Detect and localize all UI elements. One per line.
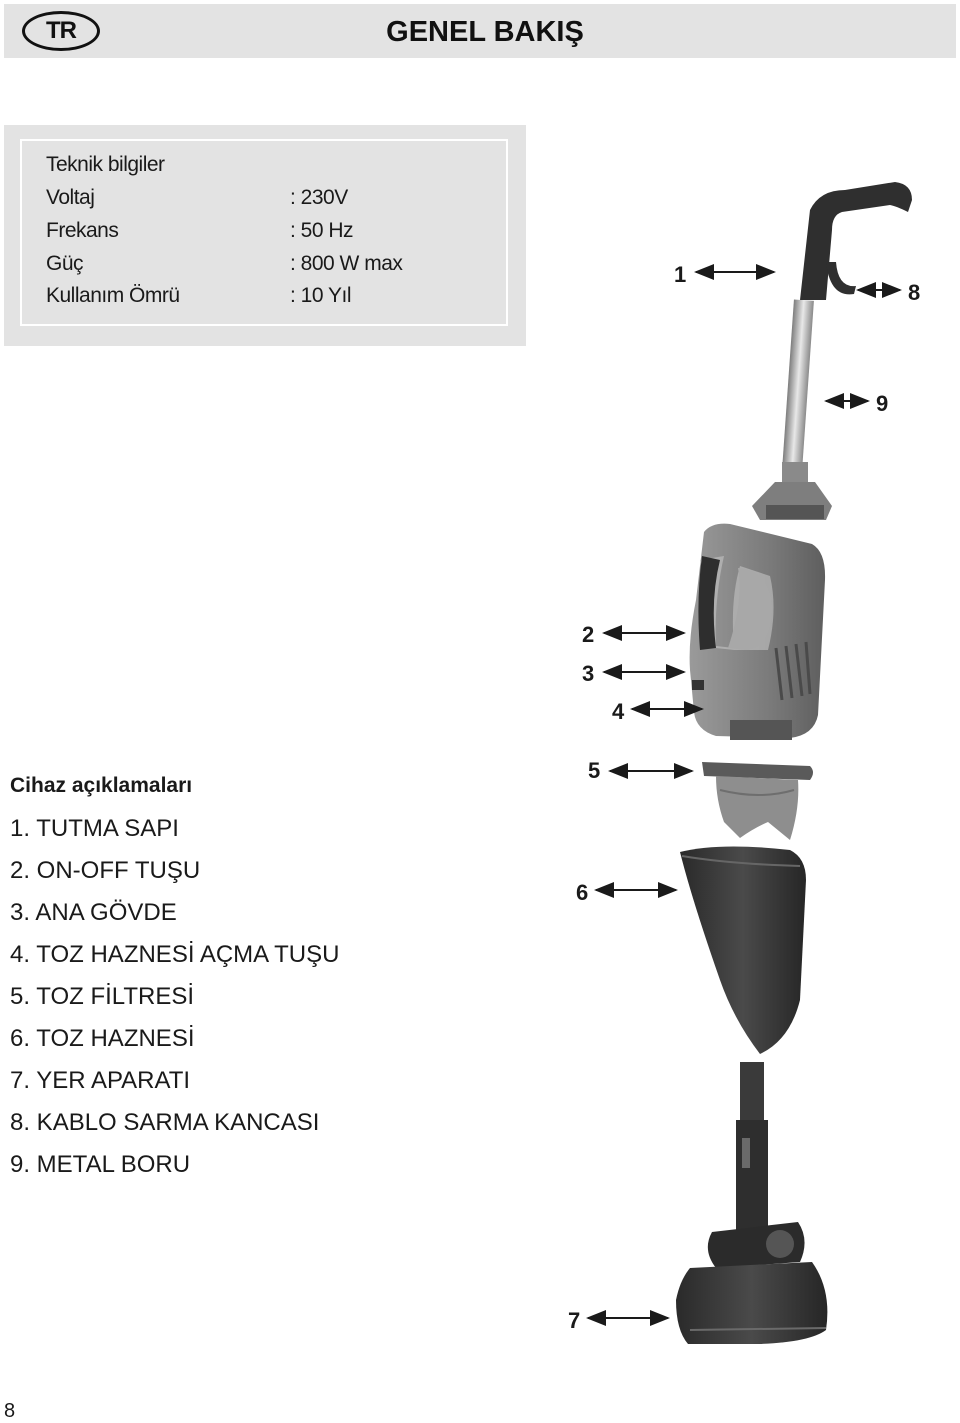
callout-number: 1 [674,262,686,287]
description-item: 8. KABLO SARMA KANCASI [10,1109,320,1136]
spec-value: : 50 Hz [290,219,354,242]
callout-number: 9 [876,391,888,416]
device-description-heading: Cihaz açıklamaları [10,774,193,797]
dust-filter-part [702,762,813,840]
dust-container-part [680,846,806,1054]
description-item: 7. YER APARATI [10,1067,191,1094]
description-item: 2. ON-OFF TUŞU [10,857,201,884]
spec-label: Güç [46,252,84,275]
handle-part [752,182,912,520]
description-item: 9. METAL BORU [10,1151,191,1178]
spec-label: Frekans [46,219,119,242]
callout-number: 3 [582,661,594,686]
description-item: 4. TOZ HAZNESİ AÇMA TUŞU [10,941,340,968]
spec-value: : 800 W max [290,252,403,275]
vacuum-exploded-diagram: 1 8 9 2 3 4 5 6 7 [568,182,920,1344]
technical-specs-frame [20,139,508,326]
page-header: TR GENEL BAKIŞ [4,4,956,58]
description-item: 5. TOZ FİLTRESİ [10,983,195,1010]
spec-label: Voltaj [46,186,95,209]
description-item: 3. ANA GÖVDE [10,899,177,926]
description-item: 6. TOZ HAZNESİ [10,1025,195,1052]
floor-nozzle-part [676,1062,828,1344]
callout-number: 2 [582,622,594,647]
technical-specs-box [4,125,526,346]
callout-number: 5 [588,758,600,783]
callout-number: 4 [612,699,625,724]
spec-value: : 10 Yıl [290,284,352,307]
spec-value: : 230V [290,186,348,209]
callout-number: 7 [568,1308,580,1333]
technical-specs-heading: Teknik bilgiler [46,153,165,176]
page-number: 8 [4,1400,16,1422]
description-item: 1. TUTMA SAPI [10,815,179,842]
language-badge: TR [22,11,100,51]
spec-label: Kullanım Ömrü [46,284,180,307]
callout-number: 8 [908,280,920,305]
page-title: GENEL BAKIŞ [386,16,584,48]
main-body-part [689,523,826,740]
callout-number: 6 [576,880,588,905]
